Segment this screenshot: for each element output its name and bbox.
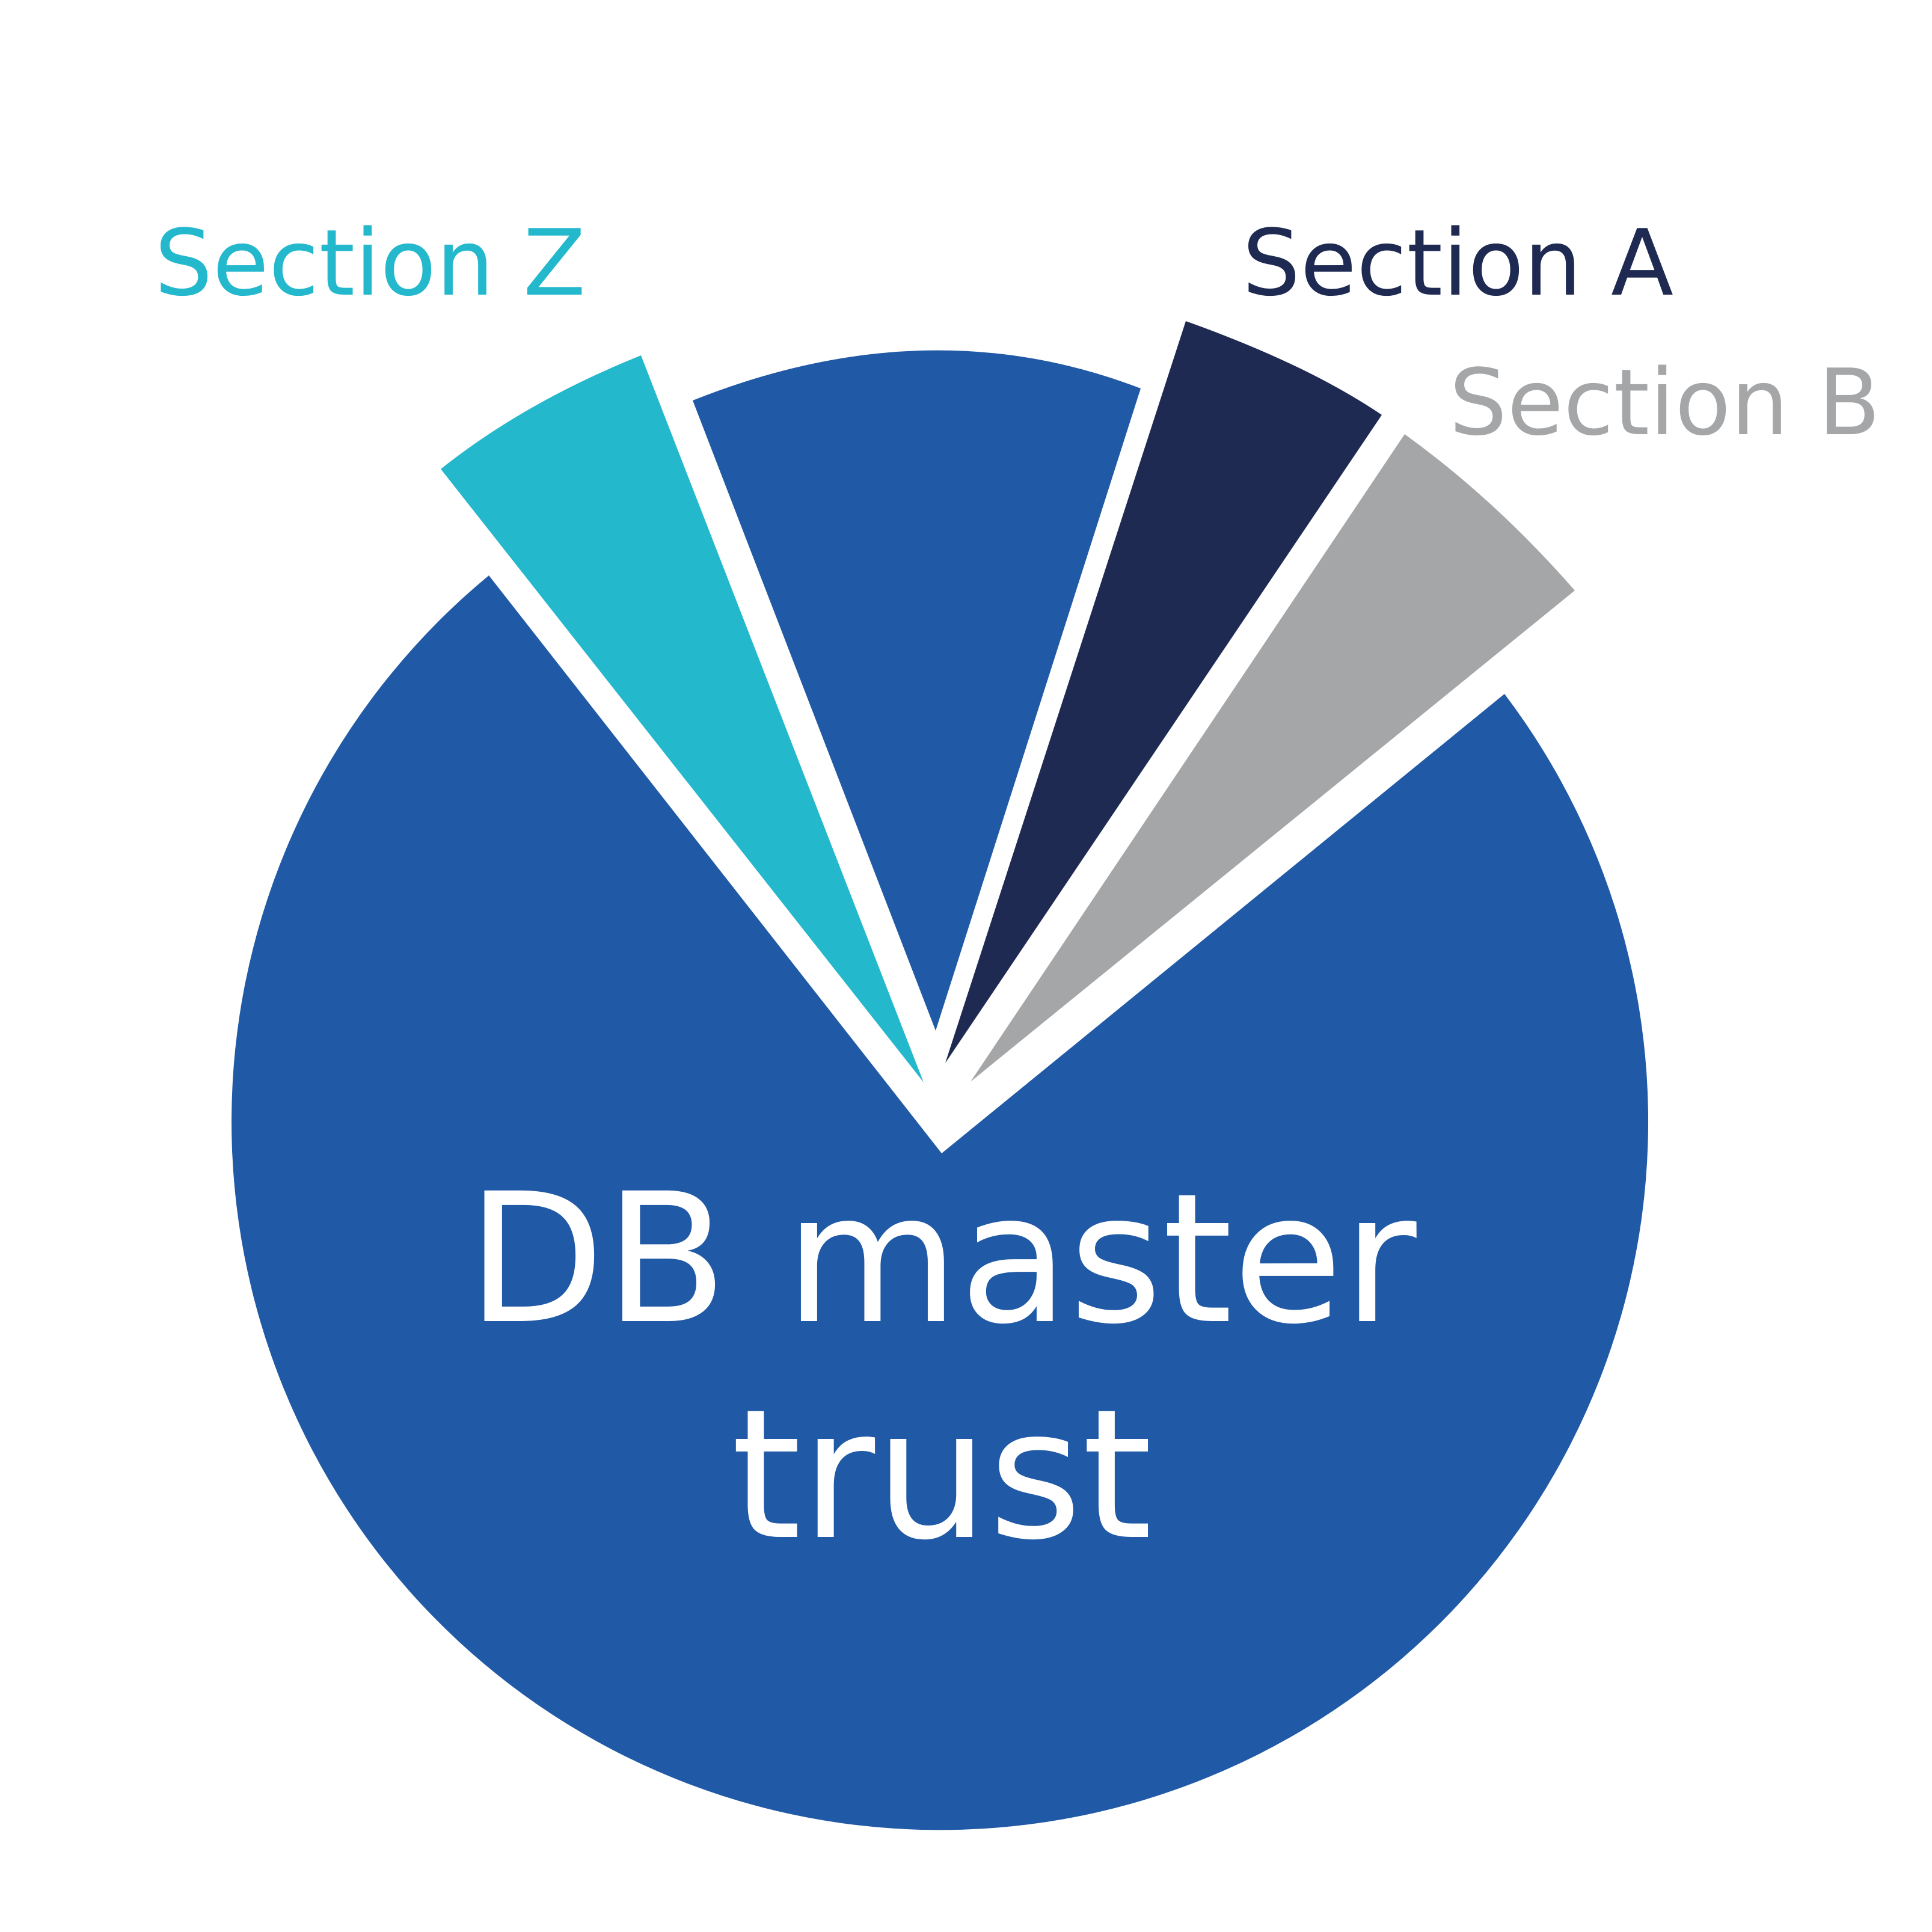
- section-z-label: Section Z: [155, 210, 586, 316]
- section-a-slice: [945, 321, 1382, 1063]
- master-trust-label-line2: trust: [731, 1371, 1152, 1580]
- master-trust-main-slice: [232, 575, 1649, 1830]
- master-trust-upper-slice: [693, 350, 1141, 1031]
- master-trust-label-line1: DB master: [467, 1155, 1418, 1364]
- section-z-slice: [441, 355, 924, 1082]
- section-a-label: Section A: [1242, 210, 1673, 316]
- section-b-slice: [971, 434, 1575, 1082]
- section-b-label: Section B: [1449, 349, 1880, 456]
